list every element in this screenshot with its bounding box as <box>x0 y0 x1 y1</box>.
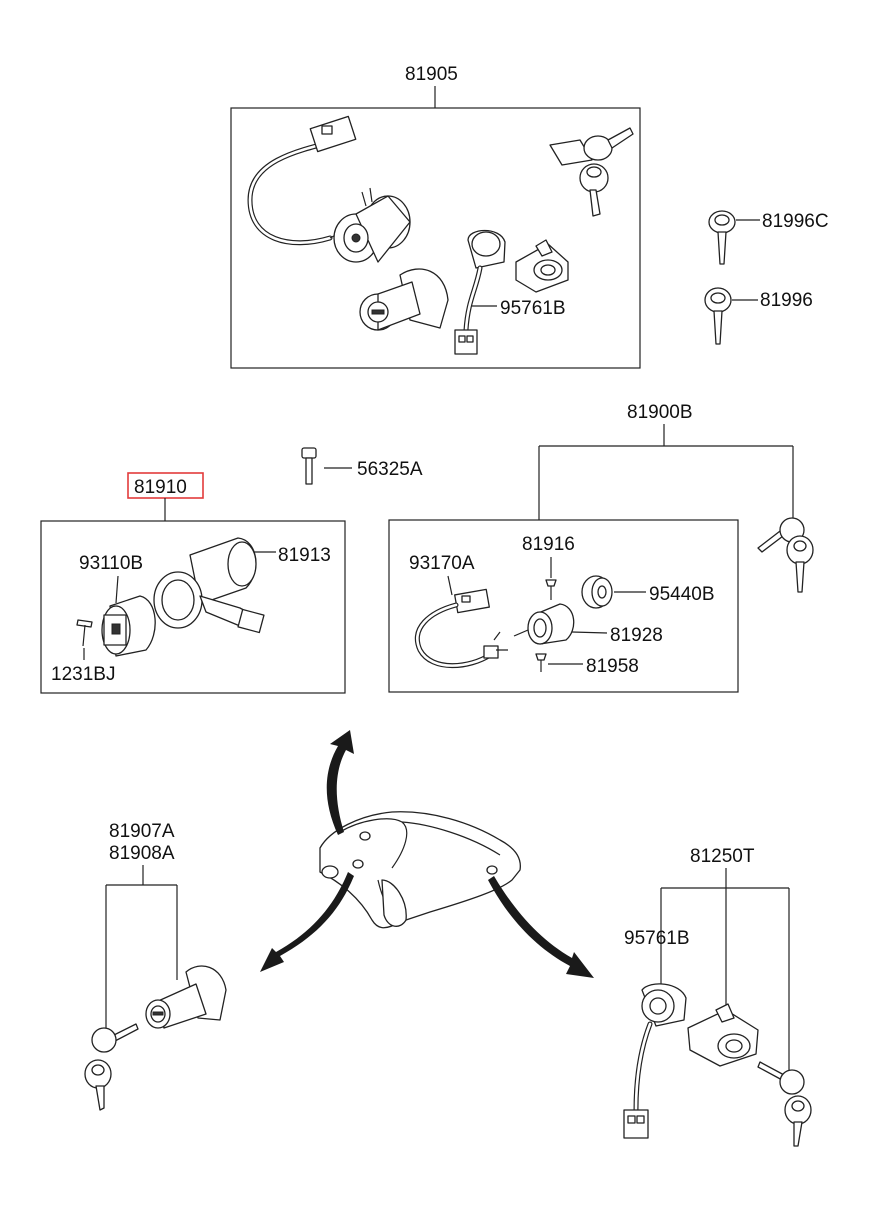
arrow-to-trunk-lock-icon <box>488 876 594 978</box>
assembly-81907A-81908A[interactable]: 81907A 81908A <box>84 821 227 1111</box>
key-pair-81900B-icon <box>757 517 814 593</box>
label-81996[interactable]: 81996 <box>760 290 813 311</box>
screw-81958-icon <box>535 653 547 672</box>
label-95761B-top[interactable]: 95761B <box>500 298 566 319</box>
arrow-to-ignition-icon <box>326 730 354 835</box>
arrow-to-door-lock-icon <box>260 872 354 972</box>
label-95761B-bottom[interactable]: 95761B <box>624 928 690 949</box>
wiring-harness-icon <box>247 115 369 246</box>
door-harness-icon <box>415 588 508 669</box>
assembly-81250T[interactable]: 81250T 95761B <box>623 846 812 1147</box>
trunk-lock-icon <box>515 239 569 293</box>
label-81910[interactable]: 81910 <box>134 477 187 498</box>
trunk-lock-wire-icon <box>623 983 687 1139</box>
label-81928[interactable]: 81928 <box>610 625 663 646</box>
key-pair-right-icon <box>757 1061 812 1147</box>
label-81900B[interactable]: 81900B <box>627 402 693 423</box>
key-cylinder-icon <box>101 595 156 657</box>
box-81900B <box>388 519 739 693</box>
label-81905[interactable]: 81905 <box>405 64 458 85</box>
door-lock-cylinder-left-icon <box>145 965 227 1029</box>
grommet-icon <box>581 575 613 609</box>
key-pair-left-icon <box>84 1023 139 1111</box>
label-81996C[interactable]: 81996C <box>762 211 829 232</box>
label-93170A[interactable]: 93170A <box>409 553 475 574</box>
label-93110B[interactable]: 93110B <box>79 553 143 574</box>
screw-81916-icon <box>545 579 557 600</box>
door-lock-cylinder-icon <box>513 603 575 645</box>
lock-cylinder-icon <box>359 268 449 331</box>
label-56325A[interactable]: 56325A <box>357 459 423 480</box>
ignition-switch-icon <box>333 187 411 263</box>
label-81907A[interactable]: 81907A <box>109 821 175 842</box>
assembly-81900B[interactable]: 81900B <box>388 402 814 693</box>
label-81908A[interactable]: 81908A <box>109 843 175 864</box>
label-81913[interactable]: 81913 <box>278 545 331 566</box>
bolt-56325A[interactable]: 56325A <box>301 447 423 485</box>
box-81910 <box>40 520 346 694</box>
lock-housing-icon <box>153 537 265 634</box>
box-81905 <box>230 107 641 369</box>
key-81996C[interactable]: 81996C <box>708 210 829 265</box>
label-81916[interactable]: 81916 <box>522 534 575 555</box>
label-81958[interactable]: 81958 <box>586 656 639 677</box>
vehicle-location-icon <box>319 811 521 929</box>
key-pair-icon <box>549 127 634 217</box>
trunk-lock-body-icon <box>687 1003 759 1067</box>
screw-icon <box>76 619 93 647</box>
label-95440B[interactable]: 95440B <box>649 584 715 605</box>
assembly-81910[interactable]: 81910 93110B 81913 1231BJ <box>40 472 346 694</box>
assembly-81905[interactable]: 81905 <box>230 64 641 369</box>
door-lock-wire-icon <box>454 229 506 355</box>
label-1231BJ[interactable]: 1231BJ <box>51 664 115 685</box>
key-81996[interactable]: 81996 <box>704 287 813 345</box>
label-81250T[interactable]: 81250T <box>690 846 755 867</box>
